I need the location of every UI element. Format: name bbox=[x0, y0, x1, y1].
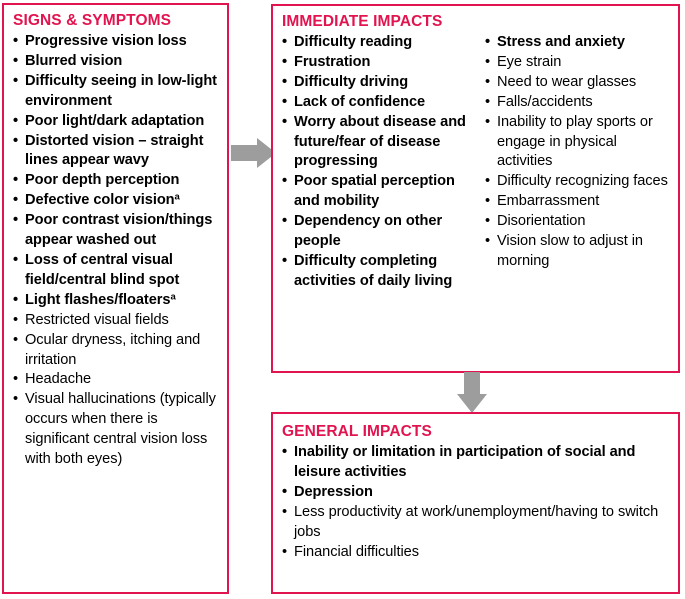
list-item: Lack of confidence bbox=[282, 93, 484, 113]
arrow-right-shaft bbox=[231, 145, 258, 161]
arrow-right-icon bbox=[231, 138, 276, 168]
immediate-impacts-left-column: Difficulty readingFrustrationDifficulty … bbox=[282, 33, 484, 292]
list-item: Difficulty completing activities of dail… bbox=[282, 252, 484, 292]
list-item: Worry about disease and future/fear of d… bbox=[282, 113, 484, 173]
list-item: Poor depth perception bbox=[13, 171, 219, 191]
list-item: Headache bbox=[13, 370, 219, 390]
list-item: Dependency on other people bbox=[282, 212, 484, 252]
list-item: Progressive vision loss bbox=[13, 32, 219, 52]
panel-title-signs-and-symptoms: SIGNS & SYMPTOMS bbox=[13, 12, 172, 29]
list-item: Embarrassment bbox=[485, 192, 675, 212]
list-item: Visual hallucinations (typically occurs … bbox=[13, 390, 219, 470]
arrow-down-head bbox=[457, 394, 487, 413]
list-item: Blurred vision bbox=[13, 52, 219, 72]
arrow-down-icon bbox=[457, 372, 487, 413]
panel-title-general-impacts: GENERAL IMPACTS bbox=[282, 423, 432, 440]
list-item: Stress and anxiety bbox=[485, 33, 675, 53]
list-item: Vision slow to adjust in morning bbox=[485, 232, 675, 272]
list-item: Distorted vision – straight lines appear… bbox=[13, 132, 219, 172]
list-item: Difficulty recognizing faces bbox=[485, 172, 675, 192]
panel-title-immediate-impacts: IMMEDIATE IMPACTS bbox=[282, 13, 443, 30]
list-item: Light flashes/floatersa bbox=[13, 291, 219, 311]
list-item: Financial difficulties bbox=[282, 543, 670, 563]
general-impacts-list: Inability or limitation in participation… bbox=[282, 443, 670, 562]
list-item: Poor contrast vision/things appear washe… bbox=[13, 211, 219, 251]
list-item: Loss of central visual field/central bli… bbox=[13, 251, 219, 291]
list-item: Defective color visiona bbox=[13, 191, 219, 211]
list-item: Inability or limitation in participation… bbox=[282, 443, 670, 483]
list-item: Poor spatial perception and mobility bbox=[282, 172, 484, 212]
footnote-marker: a bbox=[170, 291, 176, 303]
immediate-impacts-left-list: Difficulty readingFrustrationDifficulty … bbox=[282, 33, 484, 292]
list-item: Need to wear glasses bbox=[485, 73, 675, 93]
signs-and-symptoms-list: Progressive vision lossBlurred visionDif… bbox=[13, 32, 219, 470]
list-item: Depression bbox=[282, 483, 670, 503]
panel-general-impacts: GENERAL IMPACTS Inability or limitation … bbox=[271, 412, 680, 594]
list-item: Ocular dryness, itching and irritation bbox=[13, 331, 219, 371]
arrow-down-shaft bbox=[464, 372, 480, 395]
list-item: Difficulty reading bbox=[282, 33, 484, 53]
list-item: Restricted visual fields bbox=[13, 311, 219, 331]
footnote-marker: a bbox=[174, 191, 180, 203]
list-item: Disorientation bbox=[485, 212, 675, 232]
immediate-impacts-right-column: Stress and anxietyEye strainNeed to wear… bbox=[485, 33, 675, 272]
list-item: Eye strain bbox=[485, 53, 675, 73]
list-item: Difficulty seeing in low-light environme… bbox=[13, 72, 219, 112]
list-item: Difficulty driving bbox=[282, 73, 484, 93]
panel-signs-and-symptoms: SIGNS & SYMPTOMS Progressive vision loss… bbox=[2, 3, 229, 594]
panel-immediate-impacts: IMMEDIATE IMPACTS Difficulty readingFrus… bbox=[271, 4, 680, 373]
list-item: Poor light/dark adaptation bbox=[13, 112, 219, 132]
list-item: Frustration bbox=[282, 53, 484, 73]
immediate-impacts-right-list: Stress and anxietyEye strainNeed to wear… bbox=[485, 33, 675, 272]
list-item: Inability to play sports or engage in ph… bbox=[485, 113, 675, 173]
list-item: Less productivity at work/unemployment/h… bbox=[282, 503, 670, 543]
list-item: Falls/accidents bbox=[485, 93, 675, 113]
